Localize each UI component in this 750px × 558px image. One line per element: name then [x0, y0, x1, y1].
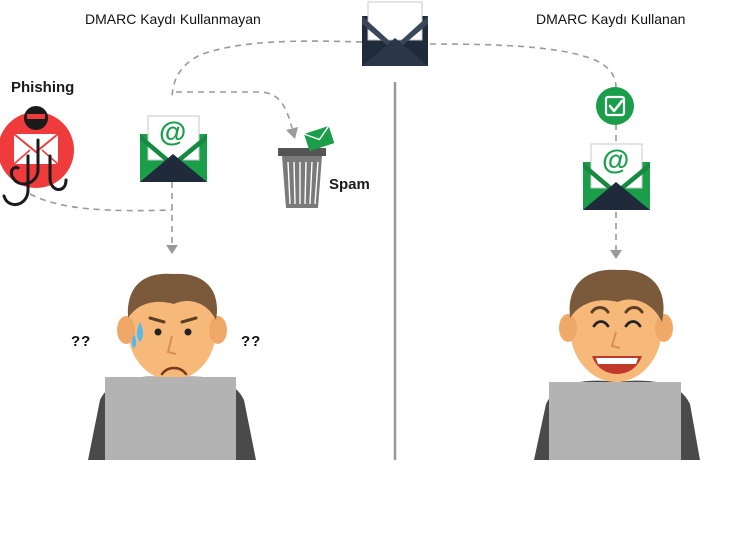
connector-top-to-right-check — [429, 43, 617, 89]
laptop-icon-right — [549, 382, 681, 460]
trash-bin-icon — [278, 125, 335, 208]
hacker-icon — [24, 106, 48, 130]
confused-marks-right: ?? — [241, 333, 262, 350]
arrow-head-left-user — [166, 245, 178, 254]
phishing-label: Phishing — [11, 79, 75, 96]
spam-label: Spam — [329, 176, 370, 193]
arrow-head-right-user — [610, 250, 622, 259]
checkmark-icon — [596, 87, 634, 125]
envelope-icon — [362, 1, 428, 66]
dashed-connectors — [29, 40, 617, 250]
connector-top-to-left-envelope — [171, 40, 363, 101]
email-at-symbol-right: @ — [602, 144, 630, 175]
arrow-heads — [166, 127, 622, 259]
left-title: DMARC Kaydı Kullanmayan — [85, 11, 261, 27]
phishing-hook-icon — [0, 106, 74, 206]
right-title: DMARC Kaydı Kullanan — [536, 11, 686, 27]
email-at-symbol-left: @ — [159, 116, 187, 147]
laptop-icon — [105, 377, 236, 460]
email-at-icon — [140, 115, 207, 182]
email-at-icon-right — [583, 143, 650, 210]
arrow-head-spam — [286, 127, 298, 139]
connector-phishing-to-envelope — [29, 193, 173, 212]
confused-marks-left: ?? — [71, 333, 92, 350]
